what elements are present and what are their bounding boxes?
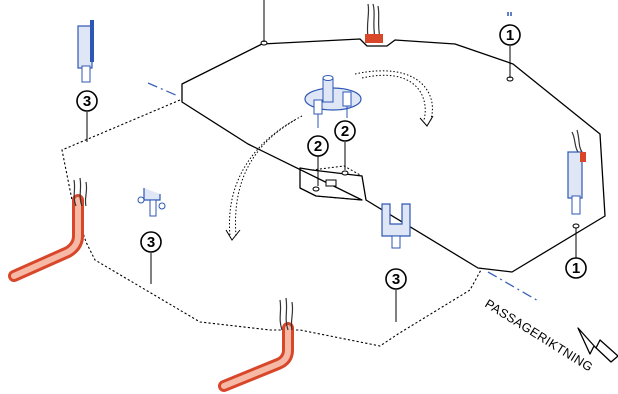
callout-3-left-top: 3 [76,90,98,112]
cable-bottom [218,297,294,392]
sensor-right [567,129,586,215]
cover-lock-mechanism [304,75,362,128]
callout-1-top: 1 [499,24,521,46]
axis-line [147,82,541,303]
cable-left [8,177,88,282]
rotation-arrow-right [354,70,433,123]
lower-floor-panel [61,99,483,347]
callout-2-right: 2 [334,120,356,142]
callout-leaders [86,46,577,322]
svg-text:3: 3 [83,93,91,110]
svg-text:2: 2 [341,123,349,140]
top-cable-bundle [365,3,383,43]
bracket-left [137,188,166,217]
direction-label: PASSAGERIKTNING [482,297,595,375]
svg-text:2: 2 [314,138,322,155]
mounting-holes [260,40,580,229]
u-sensor-center [381,203,411,249]
rotation-arrow-left [228,115,303,237]
callout-2-left: 2 [307,135,329,157]
callout-1-right: 1 [565,257,587,279]
svg-text:1: 1 [506,27,514,44]
callout-3-center: 3 [385,268,407,290]
direction-arrow-icon [577,327,618,363]
sensor-top-left [77,20,94,83]
callout-3-left-mid: 3 [140,231,162,253]
svg-text:3: 3 [392,271,400,288]
svg-text:3: 3 [147,234,155,251]
svg-text:1: 1 [572,260,580,277]
